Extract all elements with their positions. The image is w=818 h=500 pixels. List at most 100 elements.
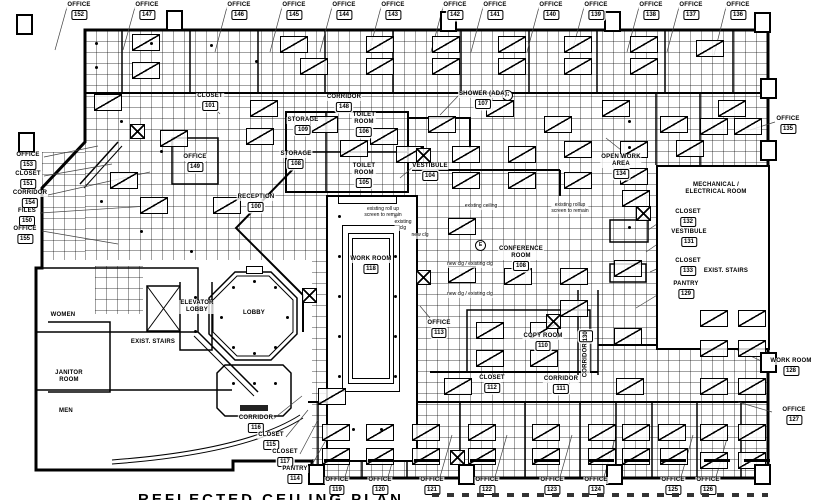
light-fixture-icon — [300, 58, 328, 75]
light-fixture-icon — [588, 448, 616, 465]
sprinkler-dot-icon — [253, 352, 256, 355]
header-bar — [534, 459, 560, 462]
crossed-box-icon — [416, 148, 431, 163]
light-fixture-icon — [468, 424, 496, 441]
sprinkler-dot-icon — [190, 250, 193, 253]
header-bar — [588, 459, 614, 462]
light-fixture-icon — [448, 218, 476, 235]
light-fixture-icon — [660, 116, 688, 133]
sprinkler-dot-icon — [380, 428, 383, 431]
light-fixture-icon — [614, 260, 642, 277]
annotation-existing-clg: existing clg — [394, 219, 412, 231]
sprinkler-dot-icon — [338, 335, 341, 338]
light-fixture-icon — [614, 328, 642, 345]
light-fixture-icon — [140, 197, 168, 214]
sprinkler-dot-icon — [338, 255, 341, 258]
sheet-title: REFLECTED CEILING PLAN — [138, 491, 405, 500]
light-fixture-icon — [340, 140, 368, 157]
header-bar — [704, 459, 730, 462]
light-fixture-icon — [318, 388, 346, 405]
light-fixture-icon — [696, 40, 724, 57]
work-room-soffit-1 — [342, 225, 400, 392]
room-label-elevator-lobby: ELEVATOR LOBBY — [179, 300, 215, 314]
light-fixture-icon — [412, 424, 440, 441]
title-underline-ticks — [432, 493, 768, 497]
sprinkler-dot-icon — [394, 335, 397, 338]
column-marker — [166, 10, 183, 31]
light-fixture-icon — [476, 350, 504, 367]
sprinkler-dot-icon — [286, 316, 289, 319]
annotation-rollup-top: existing roll up screen to remain — [364, 206, 402, 218]
sprinkler-dot-icon — [338, 215, 341, 218]
light-fixture-icon — [700, 118, 728, 135]
sprinkler-dot-icon — [394, 375, 397, 378]
light-fixture-icon — [250, 100, 278, 117]
lobby-stub — [246, 266, 263, 274]
work-room-soffit-3 — [352, 238, 390, 379]
light-fixture-icon — [660, 448, 688, 465]
light-fixture-icon — [564, 172, 592, 189]
light-fixture-icon — [738, 310, 766, 327]
light-fixture-icon — [498, 36, 526, 53]
light-fixture-icon — [213, 197, 241, 214]
light-fixture-icon — [560, 268, 588, 285]
sprinkler-dot-icon — [100, 200, 103, 203]
sprinkler-dot-icon — [232, 346, 235, 349]
light-fixture-icon — [658, 424, 686, 441]
column-marker — [754, 12, 771, 33]
column-marker — [606, 464, 623, 485]
column-marker — [308, 464, 325, 485]
crossed-box-icon — [130, 124, 145, 139]
work-room-118-outline — [326, 195, 418, 462]
corridor-dark-bar — [240, 405, 268, 411]
sprinkler-dot-icon — [274, 286, 277, 289]
room-label-women: WOMEN — [49, 312, 77, 319]
header-bar — [660, 459, 686, 462]
light-fixture-icon — [560, 300, 588, 317]
light-fixture-icon — [622, 424, 650, 441]
light-fixture-icon — [366, 424, 394, 441]
column-marker — [760, 78, 777, 99]
room-label-janitor: JANITOR ROOM — [54, 370, 84, 384]
light-fixture-icon — [366, 448, 394, 465]
light-fixture-icon — [544, 116, 572, 133]
light-fixture-icon — [160, 130, 188, 147]
sprinkler-dot-icon — [232, 382, 235, 385]
light-fixture-icon — [444, 378, 472, 395]
sprinkler-dot-icon — [160, 150, 163, 153]
light-fixture-icon — [366, 58, 394, 75]
header-bar — [624, 459, 650, 462]
room-label-men: MEN — [58, 408, 74, 415]
column-marker — [458, 464, 475, 485]
light-fixture-icon — [508, 172, 536, 189]
room-label-exist-stairs-left: EXIST. STAIRS — [129, 339, 177, 346]
sprinkler-dot-icon — [194, 296, 197, 299]
sprinkler-dot-icon — [140, 230, 143, 233]
sprinkler-dot-icon — [253, 382, 256, 385]
light-fixture-icon — [280, 36, 308, 53]
